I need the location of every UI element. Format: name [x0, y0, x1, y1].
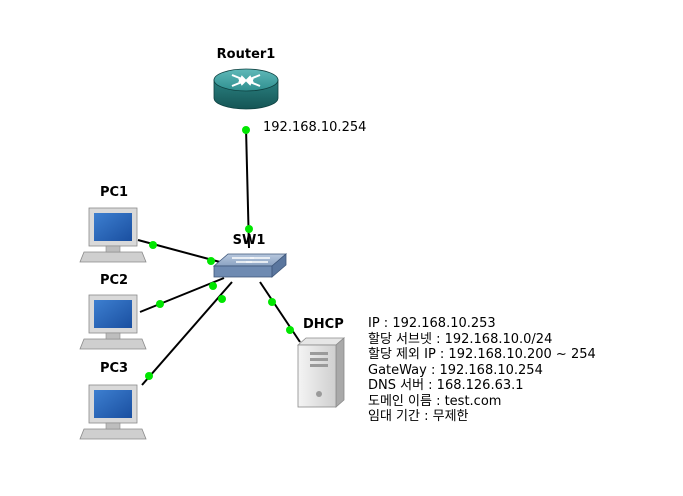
- port-dot-switch-pc3: [218, 295, 226, 303]
- port-dot-switch-pc2: [209, 282, 217, 290]
- dhcp-server-icon[interactable]: [296, 337, 346, 408]
- router-label: Router1: [217, 47, 276, 62]
- dhcp-label: DHCP: [303, 317, 344, 332]
- dhcp-dns-text: DNS 서버 : 168.126.63.1: [368, 378, 524, 393]
- port-dot-dhcp: [286, 326, 294, 334]
- port-dot-switch-pc1: [207, 257, 215, 265]
- dhcp-excluded-text: 할당 제외 IP : 192.168.10.200 ~ 254: [368, 347, 596, 362]
- port-dot-switch-router: [245, 225, 253, 233]
- pc1-label: PC1: [100, 185, 128, 200]
- dhcp-config-notes: IP : 192.168.10.253 할당 서브넷 : 192.168.10.…: [368, 316, 596, 425]
- pc2-icon[interactable]: [79, 294, 147, 350]
- dhcp-subnet-text: 할당 서브넷 : 192.168.10.0/24: [368, 331, 553, 347]
- router-ip-label: 192.168.10.254: [263, 120, 366, 135]
- port-dots: [145, 126, 294, 380]
- pc2-label: PC2: [100, 273, 128, 288]
- port-dot-pc3: [145, 372, 153, 380]
- port-dot-pc1: [149, 241, 157, 249]
- switch-label: SW1: [233, 233, 266, 248]
- switch-icon[interactable]: [212, 253, 288, 278]
- dhcp-ip-text: IP : 192.168.10.253: [368, 316, 496, 331]
- dhcp-lease-text: 임대 기간 : 무제한: [368, 409, 469, 424]
- port-dot-router: [242, 126, 250, 134]
- dhcp-gateway-text: GateWay : 192.168.10.254: [368, 362, 543, 378]
- pc3-icon[interactable]: [79, 384, 147, 440]
- port-dot-switch-dhcp: [268, 298, 276, 306]
- link-dhcp-switch: [259, 281, 301, 343]
- pc1-icon[interactable]: [79, 207, 147, 263]
- pc3-label: PC3: [100, 361, 128, 376]
- dhcp-domain-text: 도메인 이름 : test.com: [368, 393, 502, 409]
- router-icon[interactable]: [213, 68, 279, 110]
- port-dot-pc2: [156, 300, 164, 308]
- link-pc3-switch: [141, 281, 233, 386]
